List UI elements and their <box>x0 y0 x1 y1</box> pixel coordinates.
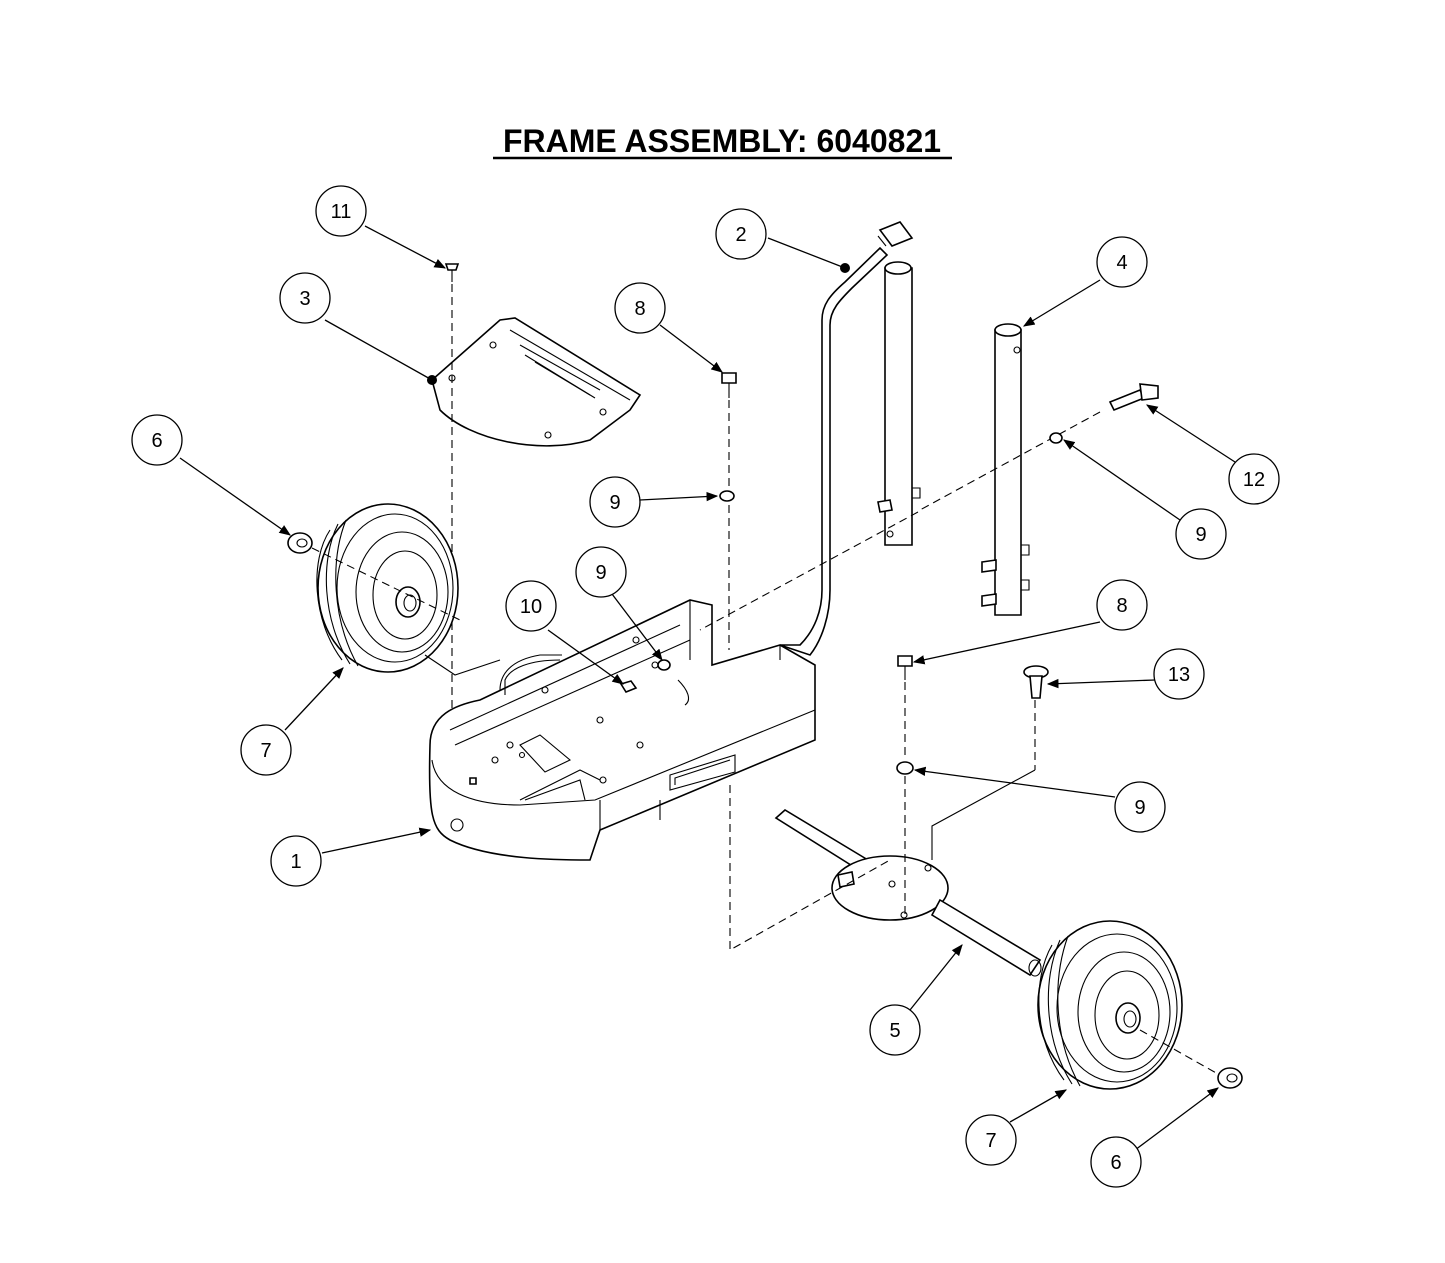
handle-part-2 <box>779 221 921 656</box>
collar-part-6-right <box>1217 1067 1243 1089</box>
svg-text:5: 5 <box>889 1020 900 1042</box>
svg-text:7: 7 <box>260 740 271 762</box>
balloon-9-lower: 9 <box>1114 781 1166 833</box>
svg-text:9: 9 <box>1134 797 1145 819</box>
balloon-9-right: 9 <box>1175 508 1227 560</box>
washer-part-9-base <box>657 659 671 671</box>
svg-text:8: 8 <box>1116 595 1127 617</box>
svg-text:13: 13 <box>1168 664 1190 686</box>
drawing-title: FRAME ASSEMBLY: 6040821 <box>503 123 941 159</box>
balloon-8-lower: 8 <box>1096 579 1148 631</box>
right-wheel <box>1037 920 1183 1090</box>
balloon-1: 1 <box>270 835 322 887</box>
balloon-6-right: 6 <box>1090 1136 1142 1188</box>
balloon-7-left: 7 <box>240 724 292 776</box>
left-wheel <box>316 503 459 673</box>
balloon-9-upper: 9 <box>589 476 641 528</box>
balloon-10: 10 <box>505 580 557 632</box>
bolt-part-12 <box>1108 383 1159 412</box>
svg-text:10: 10 <box>520 596 542 618</box>
svg-text:9: 9 <box>1195 524 1206 546</box>
bolt-part-8-upper <box>721 372 737 398</box>
balloon-11: 11 <box>315 185 367 237</box>
balloon-7-right: 7 <box>965 1114 1017 1166</box>
balloon-13: 13 <box>1153 648 1205 700</box>
balloon-9-base: 9 <box>575 546 627 598</box>
washer-part-9-upper <box>719 490 735 502</box>
balloon-8-upper: 8 <box>614 282 666 334</box>
cover-plate <box>431 317 642 447</box>
balloon-2: 2 <box>715 208 767 260</box>
svg-text:8: 8 <box>634 298 645 320</box>
collar-part-6-left <box>287 532 313 554</box>
washer-part-9-right <box>1049 432 1063 444</box>
tube-part-4 <box>981 323 1030 616</box>
svg-text:6: 6 <box>1110 1152 1121 1174</box>
pin-part-13 <box>1023 665 1049 699</box>
svg-text:7: 7 <box>985 1130 996 1152</box>
svg-text:1: 1 <box>290 851 301 873</box>
base-frame <box>428 599 816 861</box>
screw-part-11 <box>444 263 460 282</box>
svg-text:3: 3 <box>299 288 310 310</box>
washer-part-9-lower <box>896 761 914 775</box>
svg-text:9: 9 <box>595 562 606 584</box>
nut-part-10 <box>619 680 638 693</box>
axle-plate-part-5 <box>774 809 1042 977</box>
balloon-12: 12 <box>1228 453 1280 505</box>
svg-text:11: 11 <box>331 201 352 223</box>
balloon-3: 3 <box>279 272 331 324</box>
svg-text:4: 4 <box>1116 252 1127 274</box>
svg-text:2: 2 <box>735 224 746 246</box>
balloon-4: 4 <box>1096 236 1148 288</box>
balloon-6-left: 6 <box>131 414 183 466</box>
svg-text:6: 6 <box>151 430 162 452</box>
svg-text:12: 12 <box>1243 469 1265 491</box>
bolt-part-8-lower <box>897 655 913 680</box>
svg-text:9: 9 <box>609 492 620 514</box>
balloon-5: 5 <box>869 1004 921 1056</box>
